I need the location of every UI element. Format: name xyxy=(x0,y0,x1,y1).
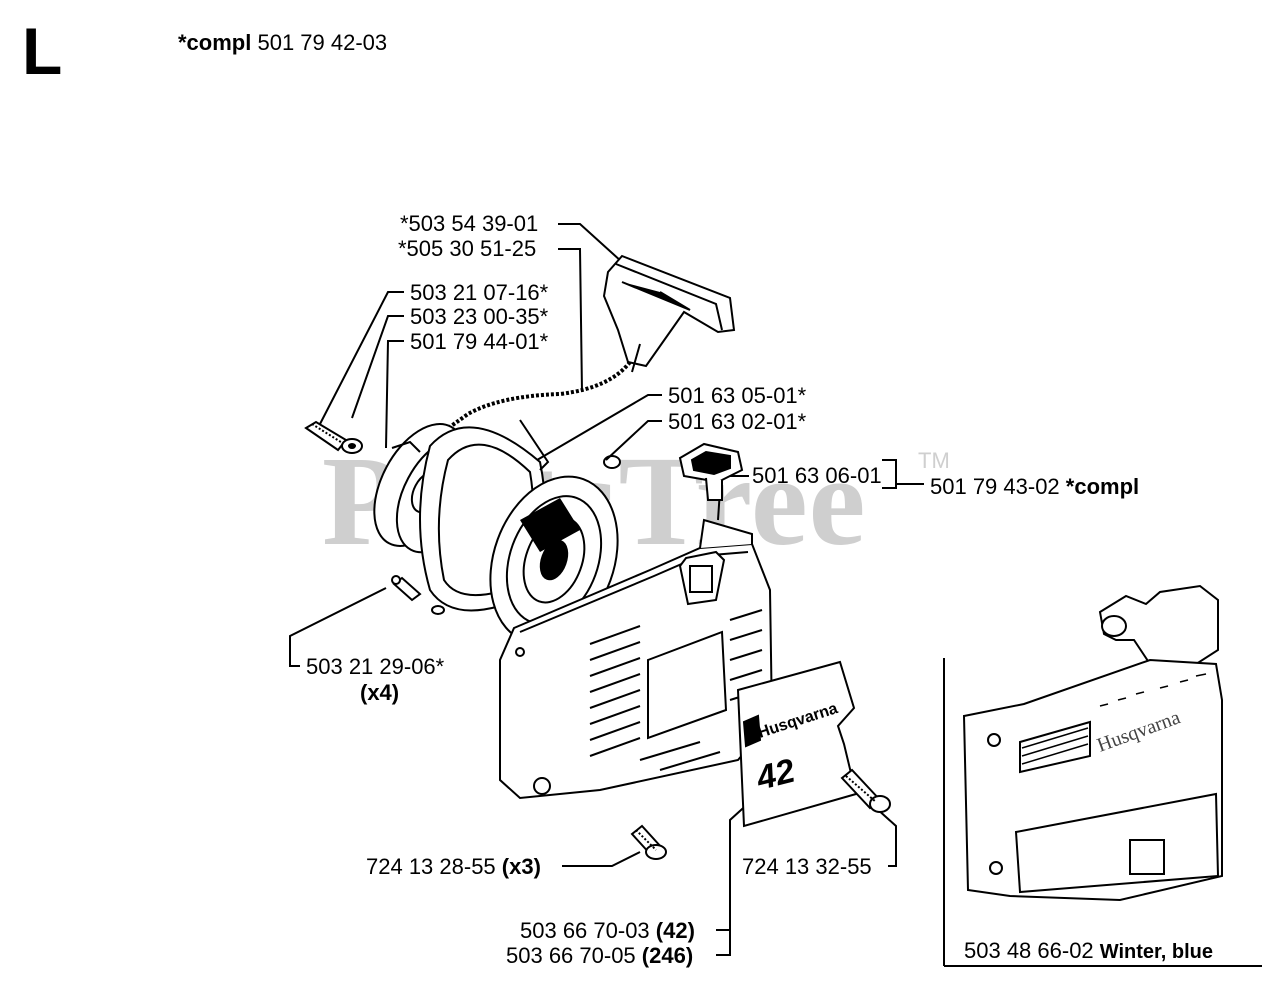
compl-part-number: 501 79 42-03 xyxy=(257,30,388,55)
compl-label: *compl xyxy=(178,30,252,55)
label-503-66-70-05: 503 66 70-05 (246) xyxy=(506,945,693,967)
section-letter: L xyxy=(22,14,63,88)
note-42: (42) xyxy=(655,918,695,943)
label-501-79-44-01: 501 79 44-01* xyxy=(410,329,549,354)
part-503-66-70-03: 503 66 70-03 xyxy=(520,918,650,943)
header-complete-assembly: *compl 501 79 42-03 xyxy=(178,30,387,56)
part-503-66-70-05: 503 66 70-05 xyxy=(506,943,636,968)
part-501-79-43-02: 501 79 43-02 xyxy=(930,474,1060,499)
label-501-79-43-02-compl: 501 79 43-02 *compl xyxy=(930,476,1139,498)
note-246: (246) xyxy=(641,943,694,968)
label-503-21-29-06-qty: (x4) xyxy=(360,680,400,705)
label-503-23-00-35: 503 23 00-35* xyxy=(410,304,549,329)
inset-caption: 503 48 66-02 Winter, blue xyxy=(964,938,1213,964)
inset-note: Winter, blue xyxy=(1099,941,1213,963)
label-724-13-28-55: 724 13 28-55 (x3) xyxy=(366,856,541,878)
label-503-66-70-03: 503 66 70-03 (42) xyxy=(520,920,695,942)
label-505-30-51-25: *505 30 51-25 xyxy=(398,236,537,261)
label-501-63-02-01: 501 63 02-01* xyxy=(668,409,807,434)
inset-part-number: 503 48 66-02 xyxy=(964,938,1094,963)
decal-model-number: 42 xyxy=(752,752,799,798)
label-724-13-32-55: 724 13 32-55 xyxy=(742,854,872,879)
qty-x3: (x3) xyxy=(501,854,541,879)
watermark-trademark: TM xyxy=(918,448,950,473)
part-724-13-28-55: 724 13 28-55 xyxy=(366,854,496,879)
label-503-21-29-06: 503 21 29-06* xyxy=(306,654,445,679)
compl-note: *compl xyxy=(1065,474,1140,499)
label-503-21-07-16: 503 21 07-16* xyxy=(410,280,549,305)
label-501-63-05-01: 501 63 05-01* xyxy=(668,383,807,408)
label-501-63-06-01: 501 63 06-01 xyxy=(752,463,882,488)
label-503-54-39-01: *503 54 39-01 xyxy=(400,211,539,236)
